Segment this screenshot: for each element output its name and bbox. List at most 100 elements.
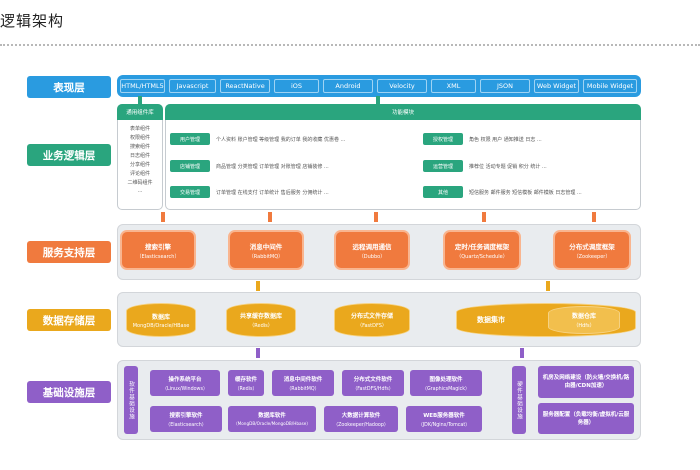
pres-item: JSON: [480, 79, 530, 93]
storage-cylinder: 分布式文件存储 （FastDFS）: [334, 303, 410, 337]
infra-title: 分布式文件软件: [353, 376, 393, 383]
pres-item: Velocity: [377, 79, 427, 93]
component-item: 分享组件: [129, 162, 150, 168]
storage-cylinder: 数据仓库 （Hdfs）: [548, 306, 620, 334]
infra-title: 操作系统平台: [168, 376, 202, 383]
module-text: 推荐位 活动专题 促销 积分 统计 ...: [469, 164, 547, 170]
module-tag: 授权管理: [423, 133, 463, 145]
module-tag: 交易管理: [170, 186, 210, 198]
layer-label-storage: 数据存储层: [27, 309, 111, 331]
function-modules-panel: [165, 104, 641, 210]
storage-cylinder: 共享缓存数据库 （Redis）: [226, 303, 296, 337]
connector-arrow: [256, 281, 260, 291]
pres-item: HTML/HTML5: [120, 79, 165, 93]
pres-item: XML: [431, 79, 476, 93]
layer-label-service: 服务支持层: [27, 241, 111, 263]
module-tag: 用户管理: [170, 133, 210, 145]
module-tag: 其他: [423, 186, 463, 198]
storage-title: 分布式文件存储: [350, 313, 393, 320]
infra-sub: （Elasticsearch）: [165, 422, 207, 428]
service-title: 定时/任务调度框架: [454, 242, 510, 251]
service-item: 消息中间件 （RabbitMQ）: [228, 230, 304, 270]
connector-arrow: [376, 96, 380, 106]
infra-item: WEB服务器软件 （JDK/Nginx/Tomcat）: [406, 406, 482, 432]
hardware-infra-label: 硬件基础设施: [512, 366, 526, 434]
storage-cylinder: 数据库 MongDB/Oracle/HBase: [126, 303, 196, 337]
module-text: 个人资料 账户管理 等级管理 我的订单 我的收藏 优惠卷 ...: [216, 137, 346, 143]
infra-title: 搜索引擎软件: [169, 412, 203, 419]
common-components-title: 通用组件库: [117, 104, 163, 120]
module-text: 商品管理 分类管理 订单管理 对账管理 店铺装修 ...: [216, 164, 329, 170]
service-title: 远程调用通信: [352, 242, 392, 251]
connector-arrow: [256, 348, 260, 358]
connector-arrow: [374, 212, 378, 222]
service-title: 分布式调度框架: [569, 242, 615, 251]
service-item: 远程调用通信 （Dubbo）: [334, 230, 410, 270]
infra-item: 消息中间件软件 （RabbitMQ）: [272, 370, 334, 396]
component-item: 二维码组件: [127, 180, 153, 186]
infra-title: 大数据计算软件: [341, 412, 381, 419]
pres-item: Javascript: [169, 79, 216, 93]
storage-title: 数据仓库: [571, 313, 596, 320]
storage-title: 数据集市: [477, 316, 505, 324]
connector-arrow: [138, 96, 142, 106]
connector-arrow: [268, 212, 272, 222]
connector-arrow: [546, 281, 550, 291]
component-item: 表单组件: [129, 126, 150, 132]
layer-label-presentation: 表现层: [27, 76, 111, 98]
infra-sub: （Redis）: [234, 386, 258, 392]
infra-item: 分布式文件软件 （FastDFS/Hdfs）: [342, 370, 404, 396]
pres-item: ReactNative: [220, 79, 270, 93]
infra-item: 图像处理软件 （GraphicsMagick）: [410, 370, 482, 396]
infra-hardware-title: 机房及网络建设（防火墙/交换机/路由器/CDN加速）: [542, 375, 630, 389]
infra-item: 大数据计算软件 （Zookeeper/Hadoop）: [324, 406, 398, 432]
pres-item: Web Widget: [534, 79, 579, 93]
module-text: 订单管理 在线支付 订单统计 售后服务 分佣统计 ...: [216, 190, 329, 196]
infra-sub: （FastDFS/Hdfs）: [352, 386, 394, 392]
module-text: 角色 权限 用户 通知推送 日志 ...: [469, 137, 542, 143]
service-sub: （Quartz/Schedule）: [456, 253, 508, 260]
service-sub: （Zookeeper）: [573, 253, 611, 260]
infra-sub: （MongDB/Oracle/MongoDB/Hbase）: [233, 421, 311, 426]
infra-title: 数据库软件: [258, 413, 286, 419]
component-item: 权限组件: [129, 135, 150, 141]
infra-sub: （Linux/Windows）: [162, 386, 208, 392]
storage-title: 数据库: [151, 313, 170, 321]
infra-sub: （Zookeeper/Hadoop）: [333, 422, 389, 428]
module-tag: 店铺管理: [170, 160, 210, 172]
infra-sub: （JDK/Nginx/Tomcat）: [417, 422, 471, 428]
service-sub: （RabbitMQ）: [248, 253, 284, 260]
module-text: 短信服务 邮件服务 短信模板 邮件模板 日志管理 ...: [469, 190, 582, 196]
infra-item: 数据库软件 （MongDB/Oracle/MongoDB/Hbase）: [228, 406, 316, 432]
infra-sub: （GraphicsMagick）: [422, 386, 470, 392]
infra-title: WEB服务器软件: [423, 412, 465, 419]
module-tag: 运营管理: [423, 160, 463, 172]
service-item: 定时/任务调度框架 （Quartz/Schedule）: [443, 230, 521, 270]
infra-title: 消息中间件软件: [283, 376, 323, 383]
software-infra-label: 软件基础设施: [124, 366, 138, 434]
connector-arrow: [482, 212, 486, 222]
pres-item: iOS: [274, 79, 319, 93]
pres-item: Android: [323, 79, 373, 93]
service-item: 搜索引擎 （Elasticsearch）: [120, 230, 196, 270]
layer-label-business: 业务逻辑层: [27, 144, 111, 166]
infra-item: 操作系统平台 （Linux/Windows）: [150, 370, 220, 396]
component-item: 日志组件: [129, 153, 150, 159]
infra-sub: （RabbitMQ）: [286, 386, 320, 392]
title-divider: [0, 44, 700, 46]
connector-arrow: [592, 212, 596, 222]
infra-item: 缓存软件 （Redis）: [228, 370, 264, 396]
infra-item: 搜索引擎软件 （Elasticsearch）: [150, 406, 222, 432]
storage-sub: （Redis）: [249, 323, 273, 329]
infra-hardware-title: 服务器配置（负载均衡/虚拟机/云服务器）: [542, 411, 630, 426]
infra-title: 图像处理软件: [429, 376, 463, 383]
layer-label-infrastructure: 基础设施层: [27, 381, 111, 403]
storage-title: 共享缓存数据库: [239, 313, 282, 320]
component-item: 搜索组件: [129, 144, 150, 150]
infra-hardware-item: 机房及网络建设（防火墙/交换机/路由器/CDN加速）: [538, 366, 634, 398]
pres-item: Mobile Widget: [583, 79, 637, 93]
connector-arrow: [520, 348, 524, 358]
service-title: 消息中间件: [249, 242, 283, 251]
storage-sub: MongDB/Oracle/HBase: [132, 322, 190, 329]
function-modules-title: 功能模块: [165, 104, 641, 120]
